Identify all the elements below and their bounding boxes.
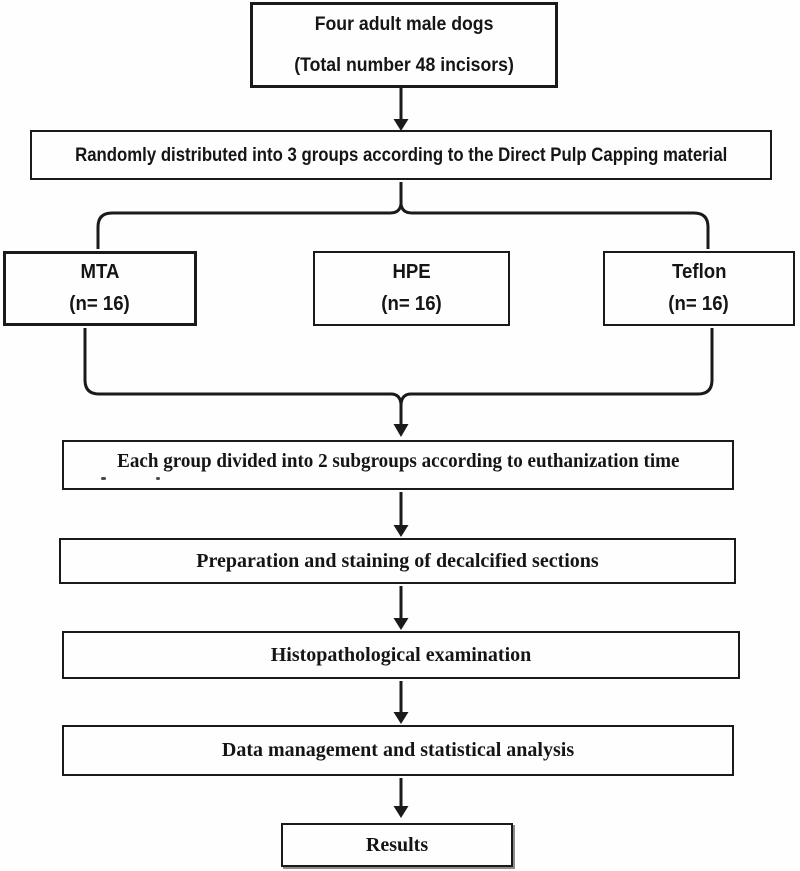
results-label: Results [365,833,429,856]
group-count: (n= 16) [381,293,442,315]
converge-bracket-arrow [83,328,714,437]
randomization-box: Randomly distributed into 3 groups accor… [30,130,772,180]
group-count: (n= 16) [668,293,730,315]
arrow-subjects-to-randomization [393,88,409,131]
arrow-preparation-to-histopathology [393,586,409,630]
subjects-line1: Four adult male dogs [314,13,494,35]
group-box-hpe: HPE (n= 16) [313,251,510,326]
preparation-label: Preparation and staining of decalcified … [196,549,599,572]
arrow-histopathology-to-statistics [393,681,409,724]
subjects-line2: (Total number 48 incisors) [294,54,514,76]
group-box-teflon: Teflon (n= 16) [603,251,795,326]
clipped-text-remnant-dot [101,477,106,480]
group-name: HPE [392,261,431,283]
subgroups-label: Each group divided into 2 subgroups acco… [116,449,680,472]
statistics-label: Data management and statistical analysis [221,739,575,761]
group-name: Teflon [671,261,727,283]
group-count: (n= 16) [69,293,131,315]
diverge-bracket [96,182,710,249]
group-box-mta: MTA (n= 16) [3,251,197,326]
randomization-label: Randomly distributed into 3 groups accor… [74,143,728,166]
histopathology-label: Histopathological examination [270,643,532,666]
group-name: MTA [80,261,120,283]
preparation-box: Preparation and staining of decalcified … [59,538,736,584]
statistics-box: Data management and statistical analysis [62,725,734,776]
subjects-box: Four adult male dogs (Total number 48 in… [250,2,558,88]
arrow-statistics-to-results [393,778,409,818]
histopathology-box: Histopathological examination [62,631,740,679]
subgroups-box: Each group divided into 2 subgroups acco… [62,440,734,490]
arrow-subgroups-to-preparation [393,492,409,537]
results-box: Results [281,823,513,867]
clipped-text-remnant-dot [156,477,160,480]
